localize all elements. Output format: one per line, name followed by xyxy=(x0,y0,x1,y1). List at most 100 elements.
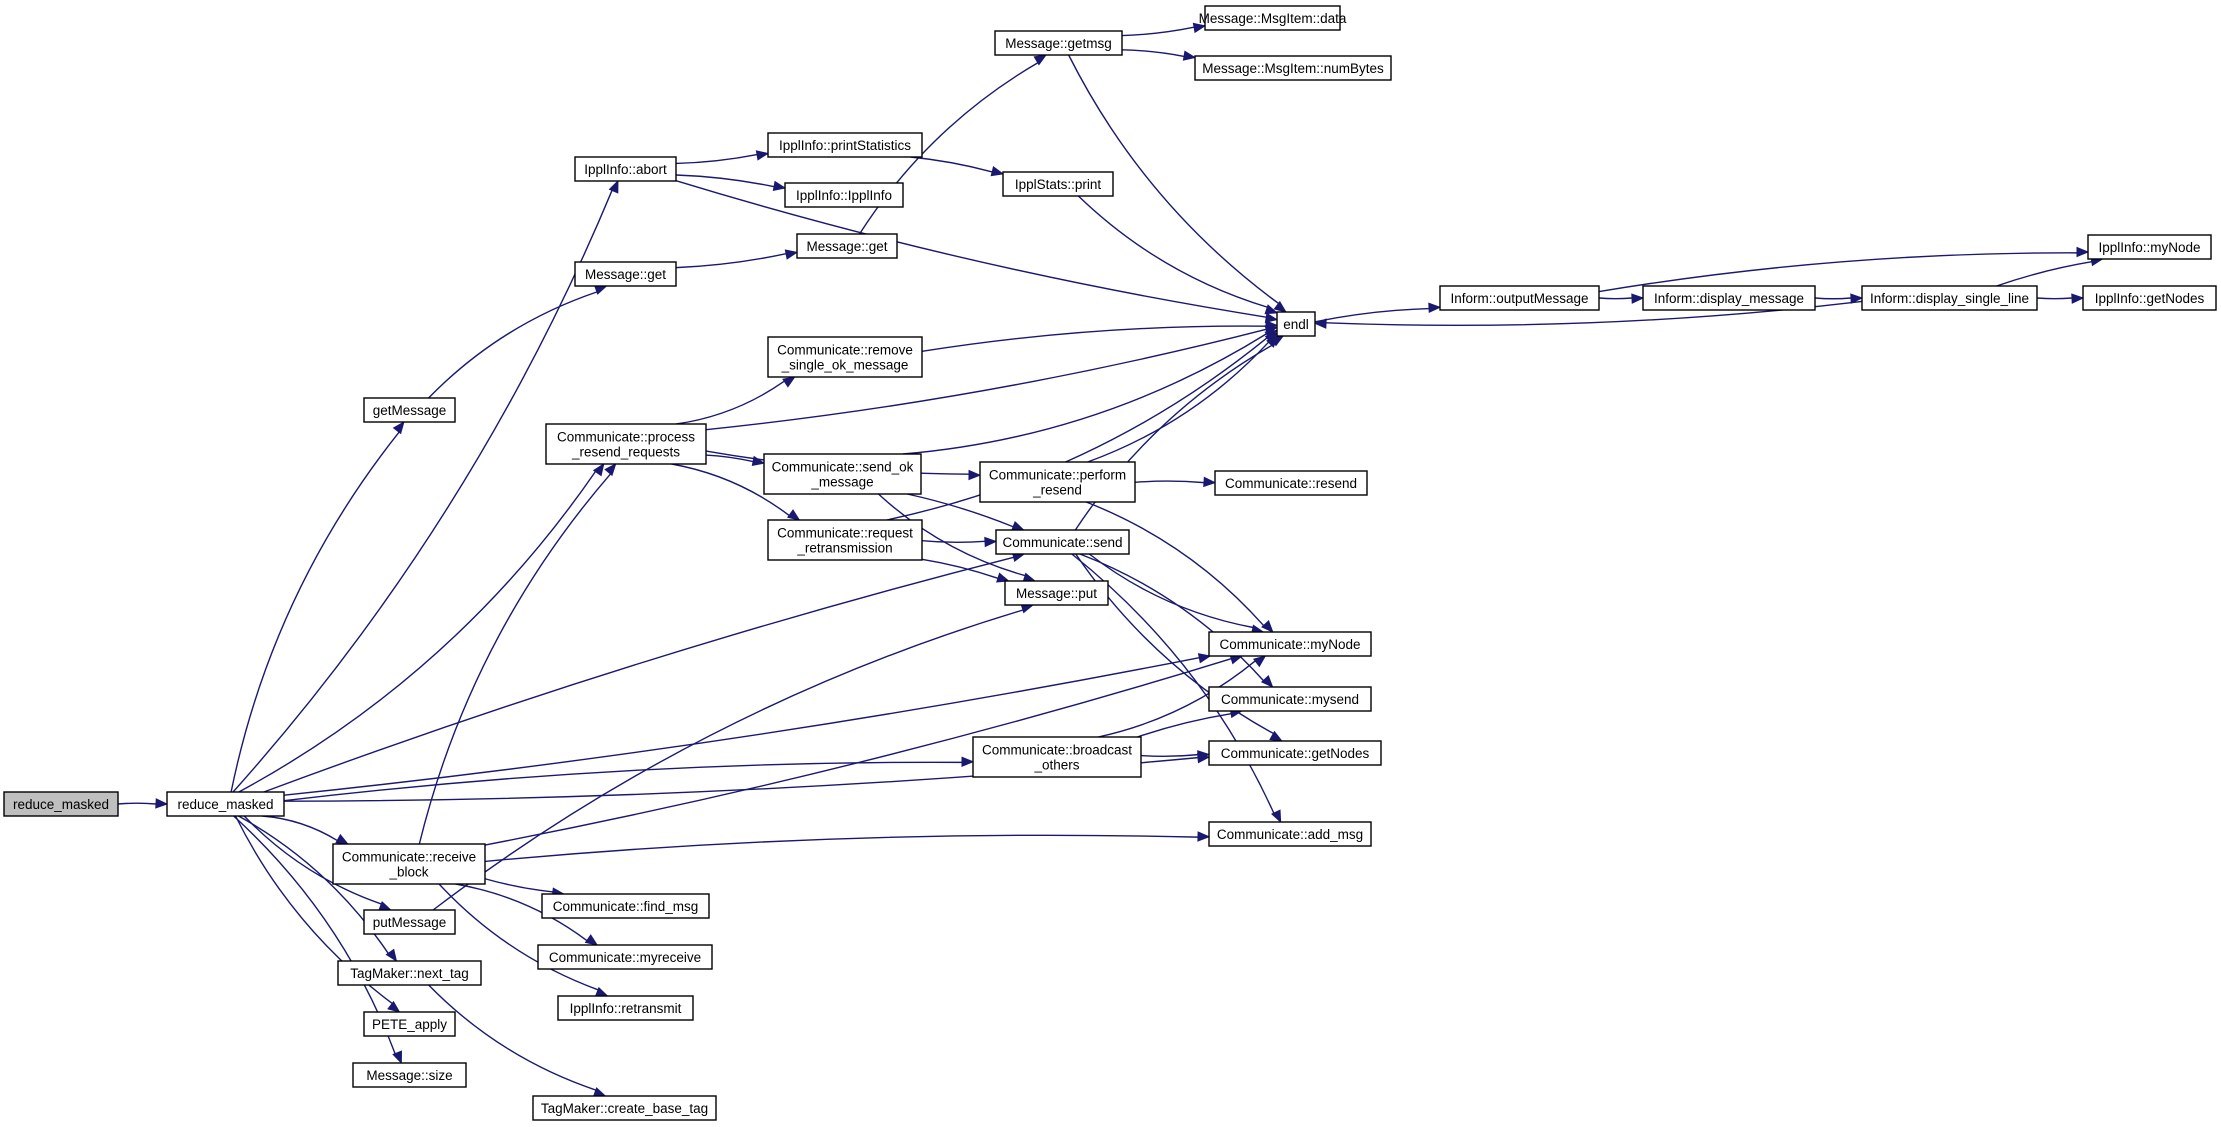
edge-abort-to-ipplInfoCtor xyxy=(675,174,775,188)
node-box-statsPrint[interactable] xyxy=(1002,171,1114,197)
node-box-displaySingle[interactable] xyxy=(1861,285,2038,311)
node-getMessage[interactable]: getMessage xyxy=(363,397,456,423)
node-box-root[interactable] xyxy=(3,791,119,817)
node-displaySingle[interactable]: Inform::display_single_line xyxy=(1861,285,2038,311)
arrowhead-getmsg-to-endl xyxy=(1273,300,1287,313)
node-box-findMsg[interactable] xyxy=(541,893,710,919)
edge-displayMessage-to-displaySingle xyxy=(1814,297,1852,300)
node-label-nextTag: TagMaker::next_tag xyxy=(350,966,469,981)
node-addMsg[interactable]: Communicate::add_msg xyxy=(1208,821,1372,847)
node-label-processResend: Communicate::process xyxy=(557,430,695,445)
edge-getmsg-to-msgData xyxy=(1121,26,1195,37)
call-nodes: reduce_masked reduce_masked IpplInfo::abor… xyxy=(3,5,2217,1121)
node-performResend[interactable]: Communicate::perform_resend xyxy=(979,461,1136,503)
node-outputMessage[interactable]: Inform::outputMessage xyxy=(1439,285,1600,311)
node-commGetNodes[interactable]: Communicate::getNodes xyxy=(1208,740,1382,766)
node-msgPut[interactable]: Message::put xyxy=(1004,580,1109,606)
node-retransmit[interactable]: IpplInfo::retransmit xyxy=(557,995,694,1021)
node-box-msgNumBytes[interactable] xyxy=(1194,55,1392,81)
node-abort[interactable]: IpplInfo::abort xyxy=(574,156,677,182)
node-box-myreceive[interactable] xyxy=(537,944,713,970)
edge-sendOk-to-msgPut xyxy=(877,493,1026,577)
node-send[interactable]: Communicate::send xyxy=(995,529,1130,555)
node-box-performResend[interactable] xyxy=(979,461,1136,503)
node-broadcast[interactable]: Communicate::broadcast_others xyxy=(972,736,1142,778)
node-box-addMsg[interactable] xyxy=(1208,821,1372,847)
arrowhead-rm-to-msgSize xyxy=(392,1050,402,1065)
node-nextTag[interactable]: TagMaker::next_tag xyxy=(337,960,482,986)
node-createBaseTag[interactable]: TagMaker::create_base_tag xyxy=(532,1095,717,1121)
node-findMsg[interactable]: Communicate::find_msg xyxy=(541,893,710,919)
node-box-rm[interactable] xyxy=(166,791,285,817)
node-myreceive[interactable]: Communicate::myreceive xyxy=(537,944,713,970)
node-label-putMessage: putMessage xyxy=(373,915,447,930)
node-printStats[interactable]: IpplInfo::printStatistics xyxy=(767,132,923,158)
node-requestRetrans[interactable]: Communicate::request_retransmission xyxy=(767,519,923,561)
node-box-ipplInfoCtor[interactable] xyxy=(784,182,904,208)
node-box-msgPut[interactable] xyxy=(1004,580,1109,606)
node-msgNumBytes[interactable]: Message::MsgItem::numBytes xyxy=(1194,55,1392,81)
node-box-msgData[interactable] xyxy=(1204,5,1341,31)
node-commMyNode[interactable]: Communicate::myNode xyxy=(1208,631,1372,657)
node-box-msgSize[interactable] xyxy=(352,1062,467,1088)
node-ipplInfoCtor[interactable]: IpplInfo::IpplInfo xyxy=(784,182,904,208)
node-box-nextTag[interactable] xyxy=(337,960,482,986)
node-box-endl[interactable] xyxy=(1276,311,1316,337)
node-receiveBlock[interactable]: Communicate::receive_block xyxy=(332,843,486,885)
node-box-putMessage[interactable] xyxy=(363,909,456,935)
node-box-displayMessage[interactable] xyxy=(1642,285,1816,311)
node-resend[interactable]: Communicate::resend xyxy=(1214,470,1368,496)
node-box-ipplMyNode[interactable] xyxy=(2087,234,2212,260)
arrowhead-rm-to-getMessage xyxy=(392,420,405,435)
node-msgData[interactable]: Message::MsgItem::data xyxy=(1199,5,1347,31)
node-box-removeSingle[interactable] xyxy=(767,336,923,378)
node-getmsg[interactable]: Message::getmsg xyxy=(994,30,1123,56)
node-box-retransmit[interactable] xyxy=(557,995,694,1021)
node-box-ipplGetNodes[interactable] xyxy=(2082,285,2217,311)
arrowhead-performResend-to-commMyNode xyxy=(1261,620,1274,633)
node-putMessage[interactable]: putMessage xyxy=(363,909,456,935)
node-msgGet[interactable]: Message::get xyxy=(574,261,677,287)
node-msgGet2[interactable]: Message::get xyxy=(796,233,898,259)
node-sendOk[interactable]: Communicate::send_ok_message xyxy=(763,453,922,495)
node-box-broadcast[interactable] xyxy=(972,736,1142,778)
node-rm[interactable]: reduce_masked xyxy=(166,791,285,817)
arrowhead-sendOk-to-send xyxy=(1011,520,1025,531)
node-box-outputMessage[interactable] xyxy=(1439,285,1600,311)
node-ipplMyNode[interactable]: IpplInfo::myNode xyxy=(2087,234,2212,260)
edge-rm-to-receiveBlock xyxy=(262,815,338,842)
node-processResend[interactable]: Communicate::process_resend_requests xyxy=(545,423,707,465)
node-box-processResend[interactable] xyxy=(545,423,707,465)
node-label-receiveBlock: _block xyxy=(388,865,428,880)
node-label-outputMessage: Inform::outputMessage xyxy=(1450,291,1588,306)
edge-rm-to-putMessage xyxy=(243,815,382,905)
node-box-mysend[interactable] xyxy=(1208,686,1372,712)
arrowhead-rm-to-receiveBlock xyxy=(335,833,349,845)
node-root[interactable]: reduce_masked xyxy=(3,791,119,817)
node-removeSingle[interactable]: Communicate::remove_single_ok_message xyxy=(767,336,923,378)
node-box-msgGet2[interactable] xyxy=(796,233,898,259)
node-box-printStats[interactable] xyxy=(767,132,923,158)
node-box-peteApply[interactable] xyxy=(363,1011,456,1037)
node-ipplGetNodes[interactable]: IpplInfo::getNodes xyxy=(2082,285,2217,311)
node-statsPrint[interactable]: IpplStats::print xyxy=(1002,171,1114,197)
node-box-requestRetrans[interactable] xyxy=(767,519,923,561)
arrowhead-send-to-addMsg xyxy=(1271,809,1282,824)
node-box-commMyNode[interactable] xyxy=(1208,631,1372,657)
node-box-getmsg[interactable] xyxy=(994,30,1123,56)
node-box-commGetNodes[interactable] xyxy=(1208,740,1382,766)
node-box-abort[interactable] xyxy=(574,156,677,182)
node-displayMessage[interactable]: Inform::display_message xyxy=(1642,285,1816,311)
node-box-receiveBlock[interactable] xyxy=(332,843,486,885)
node-box-getMessage[interactable] xyxy=(363,397,456,423)
node-mysend[interactable]: Communicate::mysend xyxy=(1208,686,1372,712)
node-box-createBaseTag[interactable] xyxy=(532,1095,717,1121)
node-endl[interactable]: endl xyxy=(1276,311,1316,337)
node-box-send[interactable] xyxy=(995,529,1130,555)
node-msgSize[interactable]: Message::size xyxy=(352,1062,467,1088)
node-peteApply[interactable]: PETE_apply xyxy=(363,1011,456,1037)
edge-printStats-to-statsPrint xyxy=(910,156,993,173)
node-box-msgGet[interactable] xyxy=(574,261,677,287)
node-box-resend[interactable] xyxy=(1214,470,1368,496)
node-box-sendOk[interactable] xyxy=(763,453,922,495)
